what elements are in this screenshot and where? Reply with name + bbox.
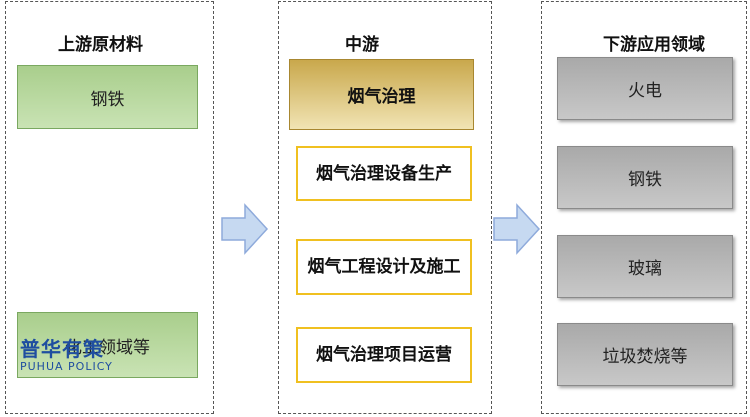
upstream-item-steel: 钢铁 (17, 65, 198, 129)
upstream-title: 上游原材料 (58, 35, 143, 55)
arrow-right-icon (221, 203, 269, 255)
watermark-logo: 普华有策 PUHUA POLICY (20, 338, 113, 374)
downstream-item-waste-incineration: 垃圾焚烧等 (557, 323, 733, 386)
downstream-item-thermal-power: 火电 (557, 57, 733, 120)
upstream-item-chemical: 化工领域等 (17, 312, 198, 378)
midstream-item-equipment-production: 烟气治理设备生产 (296, 146, 472, 201)
watermark-en: PUHUA POLICY (20, 360, 113, 373)
downstream-item-steel: 钢铁 (557, 146, 733, 209)
upstream-column (5, 1, 214, 414)
downstream-column (541, 1, 747, 414)
midstream-column (278, 1, 492, 414)
midstream-main-flue-gas-treatment: 烟气治理 (289, 59, 474, 130)
arrow-right-icon (493, 203, 541, 255)
midstream-item-engineering-construction: 烟气工程设计及施工 (296, 239, 472, 295)
midstream-title: 中游 (345, 35, 379, 55)
midstream-item-project-operation: 烟气治理项目运营 (296, 327, 472, 383)
downstream-title: 下游应用领域 (603, 35, 705, 55)
watermark-cn: 普华有策 (20, 337, 104, 361)
downstream-item-glass: 玻璃 (557, 235, 733, 298)
